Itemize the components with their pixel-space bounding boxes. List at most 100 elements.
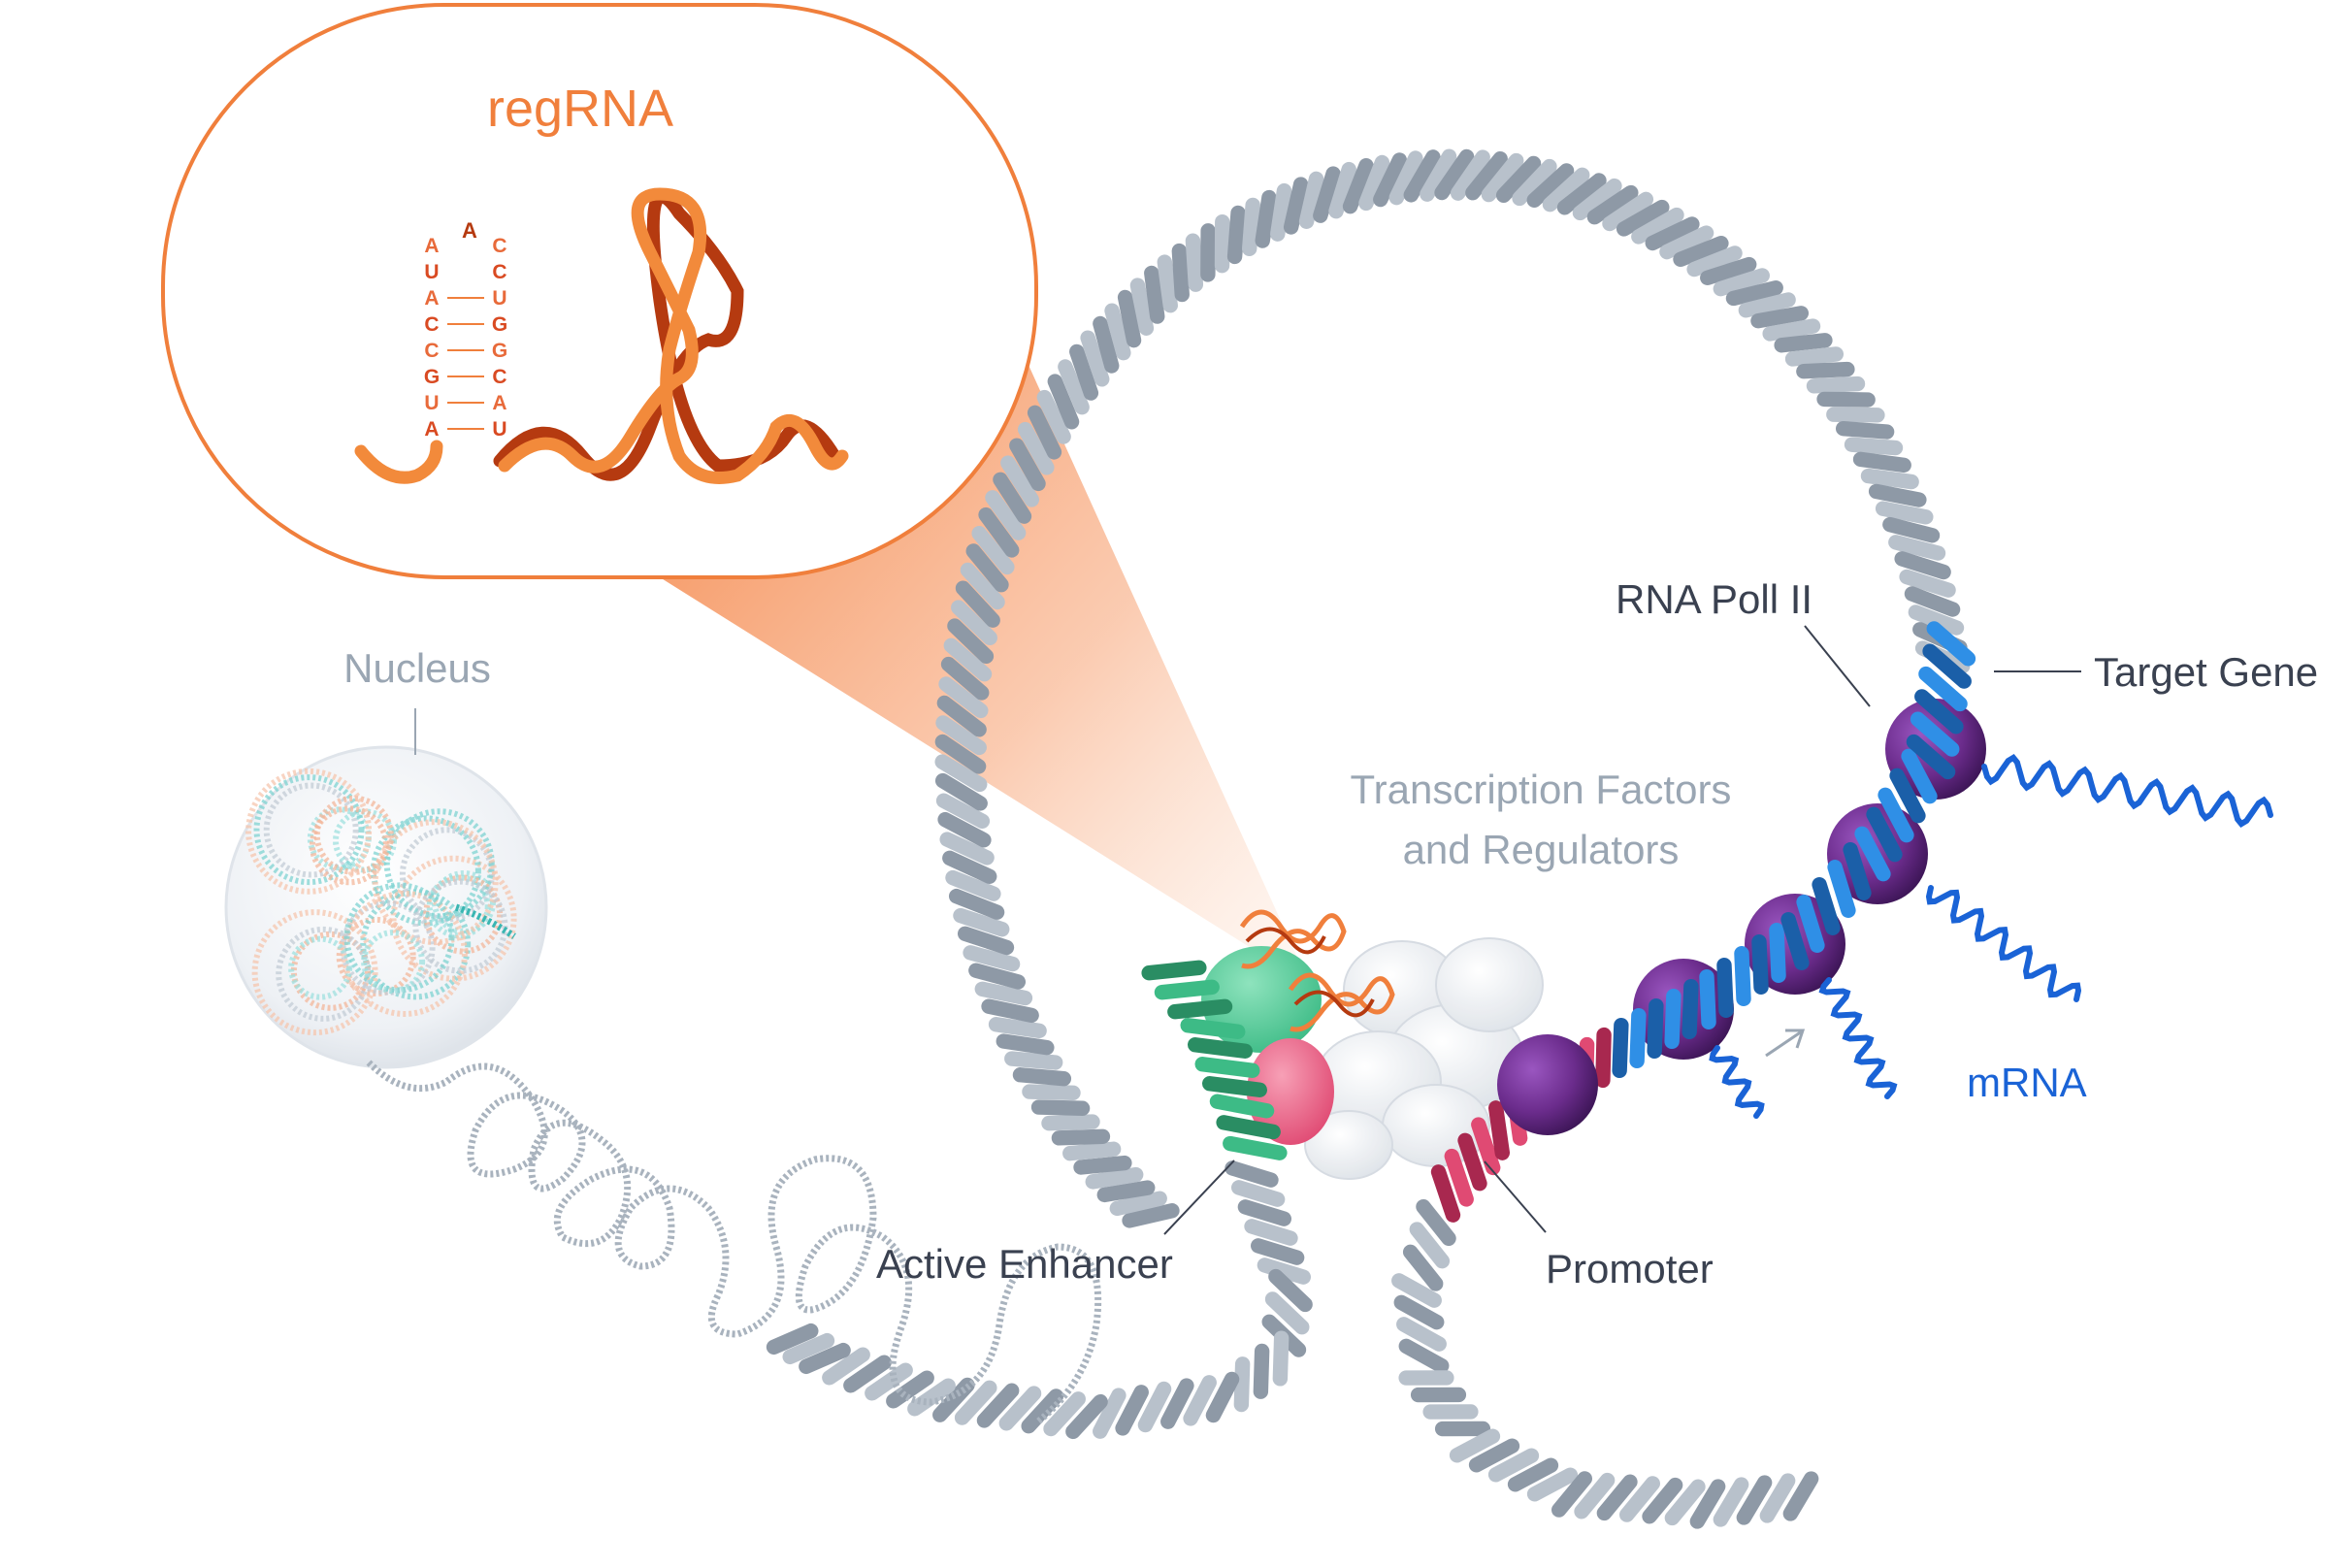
chromatin-loop: [423, 874, 504, 955]
nucleus-illustration: [224, 745, 1102, 1424]
dna-helix-segment: [1017, 421, 1055, 475]
enhancer-helix: [1154, 979, 1220, 1000]
target-gene-helix-segment: [1854, 826, 1891, 882]
promoter-helix: [1444, 1148, 1474, 1207]
dna-helix-segment: [935, 715, 987, 756]
dna-helix-segment: [1725, 279, 1783, 307]
label-target-gene: Target Gene: [2094, 649, 2318, 695]
dna-helix-segment: [951, 600, 997, 646]
dna-helix-segment: [1233, 1356, 1251, 1413]
dna-helix-segment: [1645, 216, 1700, 251]
target-gene-helix-segment: [1901, 748, 1938, 804]
dna-helix-segment: [1171, 243, 1190, 303]
enhancer-helix: [1223, 1135, 1288, 1160]
dna-helix-segment: [1398, 1338, 1450, 1374]
dna-helix-segment: [940, 656, 990, 701]
target-gene-helix-segment: [1926, 621, 1976, 667]
dna-helix-segment: [1700, 256, 1757, 286]
dna-helix-segment: [1888, 535, 1946, 561]
chromatin-loop: [426, 874, 491, 939]
dna-helix-segment: [1115, 1385, 1149, 1436]
dna-helix-segment: [1631, 207, 1684, 245]
dna-helix-segment: [1009, 438, 1046, 492]
enhancer-helix: [1167, 998, 1233, 1020]
target-gene-helix-segment: [1906, 734, 1956, 780]
dna-helix-segment: [996, 1033, 1055, 1056]
dna-helix-segment: [1062, 1141, 1122, 1161]
dna-helix-segment: [1244, 1219, 1298, 1246]
dna-helix-segment: [1030, 1099, 1091, 1116]
dna-helix-segment: [1526, 163, 1575, 209]
dna-helix-segment: [1205, 1371, 1240, 1423]
label-tf-line2: and Regulators: [1403, 827, 1680, 872]
dna-helix-segment: [934, 772, 988, 811]
target-gene-helix-segment: [1889, 768, 1926, 824]
dna-helix-segment: [843, 1355, 892, 1393]
dna-helix-segment: [1762, 318, 1821, 342]
dna-helix-segment: [1093, 1388, 1127, 1439]
dna-helix-segment: [1129, 278, 1155, 336]
dna-helix-segment: [1434, 148, 1475, 201]
chromatin-loop: [245, 768, 373, 895]
target-gene-helix-segment: [1664, 988, 1682, 1050]
dna-helix-segment: [822, 1347, 870, 1386]
chromatin-loop: [251, 909, 378, 1036]
enhancer-helix: [1216, 1115, 1281, 1140]
dna-helix-segment: [1313, 166, 1341, 223]
dna-helix-segment: [1358, 154, 1390, 212]
dna-helix-segment: [1160, 1378, 1194, 1429]
regrna-ribbon-small: [1288, 972, 1395, 1032]
dna-helix-segment: [1689, 1479, 1726, 1529]
stem-right-letter: C: [492, 235, 506, 257]
mrna-strands: [1709, 753, 2273, 1119]
dna-helix-segment: [1574, 1472, 1616, 1519]
dna-helix-segment: [998, 1386, 1042, 1431]
dna-helix-segment: [1085, 1166, 1144, 1190]
dna-helix-segment: [1093, 315, 1120, 374]
stem-right-letter: U: [492, 418, 506, 441]
dna-helix-segment: [1393, 1294, 1445, 1330]
dna-helix-segment: [1264, 1291, 1310, 1335]
chromatin-loop: [343, 882, 455, 994]
regrna-ribbon-small: [1245, 927, 1326, 955]
dna-helix-segment: [1069, 343, 1099, 401]
dna-helix-segment: [1122, 1203, 1180, 1228]
chromatin-loop: [412, 878, 508, 974]
chromatin-loop: [454, 903, 516, 939]
chromatin-loop: [383, 808, 495, 920]
target-gene-helix-segment: [1914, 689, 1964, 735]
dna-helix-segment: [886, 1370, 934, 1409]
dna-helix-segment: [1602, 191, 1654, 232]
dna-helix-segment: [988, 1017, 1047, 1039]
dna-helix-segment: [1860, 468, 1919, 490]
callout-title: regRNA: [487, 80, 673, 138]
dna-helix-segment: [865, 1362, 913, 1401]
dna-helix-segment: [1782, 1471, 1819, 1521]
stem-left-letter: A: [424, 235, 439, 257]
promoter-helix: [1457, 1132, 1487, 1192]
dna-helix-segment: [1224, 1160, 1279, 1188]
target-gene-helix-segment: [1910, 711, 1960, 757]
target-gene-helix-segment: [1769, 922, 1786, 984]
dna-helix-segment: [1586, 184, 1639, 225]
dna-helix-segment: [766, 1323, 819, 1356]
dna-helix-segment: [1481, 152, 1524, 203]
stem-left-letter: A: [424, 287, 439, 310]
promoter-helix: [1488, 1100, 1510, 1160]
dna-helix-segment: [1420, 148, 1457, 202]
dna-helix-segment: [1875, 501, 1934, 525]
enhancer-helix: [1141, 960, 1207, 981]
dna-helix-segment: [978, 506, 1020, 558]
dna-helix-segment: [1844, 437, 1904, 456]
dna-helix-segment: [953, 907, 1010, 937]
dna-helix-segment: [1402, 1244, 1444, 1291]
dna-helix-segment: [1000, 455, 1040, 507]
dna-helix-segment: [1253, 1343, 1270, 1399]
target-gene-helix-segment: [1647, 997, 1664, 1060]
enhancer-helix: [1202, 1076, 1267, 1097]
promoter-helix: [1430, 1164, 1461, 1223]
promoter-helix: [1595, 1027, 1612, 1089]
dna-helix-segment: [1835, 420, 1895, 440]
stem-left-letter: U: [424, 261, 439, 283]
